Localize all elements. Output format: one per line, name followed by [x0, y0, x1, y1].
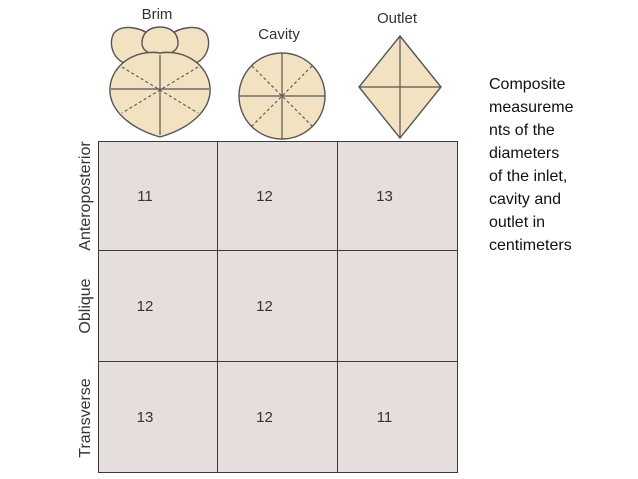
brim-shape: [109, 26, 211, 138]
cell-transverse-brim: 13: [98, 362, 218, 473]
cell-oblique-outlet: [338, 251, 458, 362]
column-header-brim: Brim: [141, 6, 173, 23]
caption-line: outlet in: [489, 214, 546, 231]
caption-line: centimeters: [489, 237, 572, 254]
cell-anteroposterior-cavity: 12: [218, 141, 338, 251]
column-header-cavity: Cavity: [258, 26, 300, 43]
column-header-outlet: Outlet: [376, 10, 418, 27]
cell-anteroposterior-outlet: 13: [338, 141, 458, 251]
cell-oblique-brim: 12: [98, 251, 218, 362]
row-label-anteroposterior: Anteroposterior: [77, 141, 94, 251]
outlet-shape: [358, 34, 442, 140]
row-label-transverse: Transverse: [77, 378, 94, 458]
caption-line: measureme: [489, 99, 574, 116]
caption-line: Composite: [489, 76, 566, 93]
cell-oblique-cavity: 12: [218, 251, 338, 362]
caption-line: cavity and: [489, 191, 562, 208]
cavity-shape: [238, 52, 326, 140]
measurement-grid: 11 12 13 12 12 13 12 11: [98, 141, 458, 473]
caption-line: of the inlet,: [489, 168, 568, 185]
row-label-oblique: Oblique: [77, 278, 94, 334]
cell-transverse-cavity: 12: [218, 362, 338, 473]
caption-line: nts of the: [489, 122, 555, 139]
caption-line: diameters: [489, 145, 560, 162]
caption: Composite measureme nts of the diameters…: [489, 73, 609, 257]
cell-transverse-outlet: 11: [338, 362, 458, 473]
cell-anteroposterior-brim: 11: [98, 141, 218, 251]
